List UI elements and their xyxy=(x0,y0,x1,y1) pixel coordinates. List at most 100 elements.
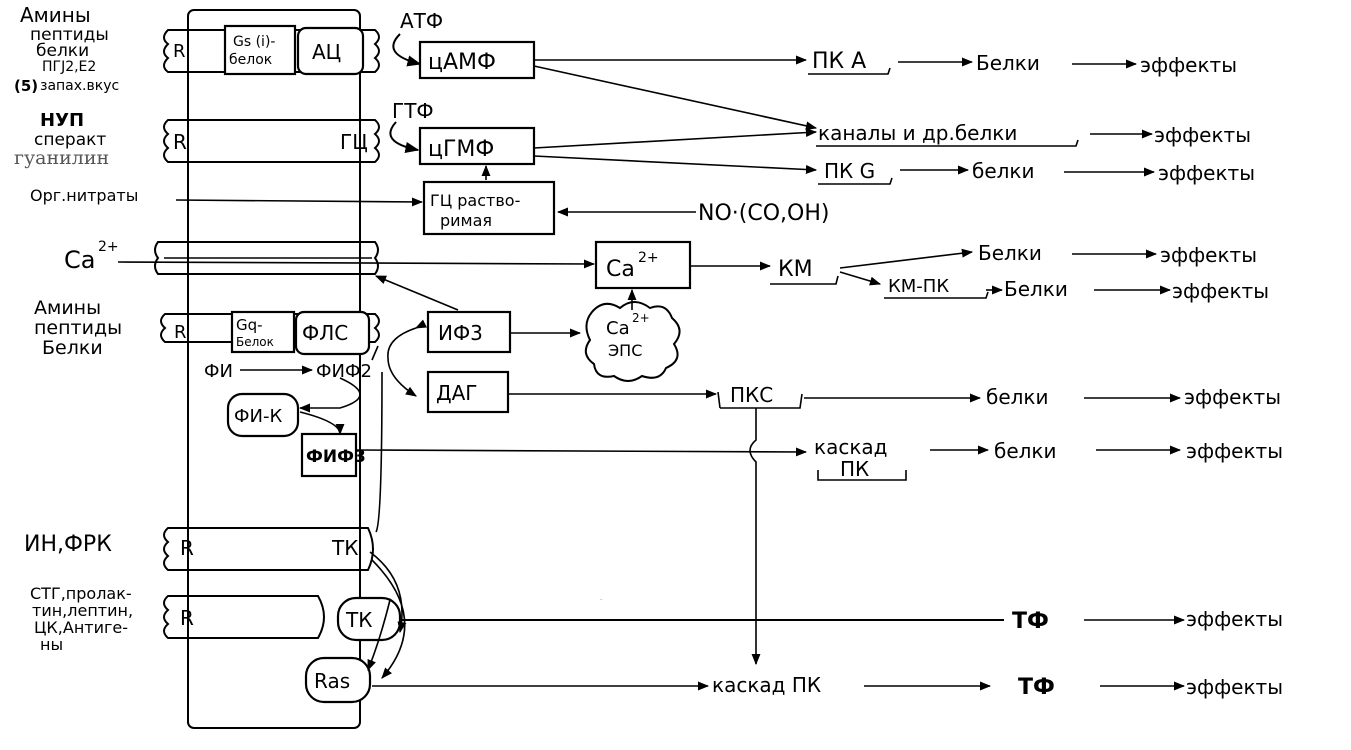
proteins-3: Белки xyxy=(978,241,1042,265)
calmodulin: КМ xyxy=(778,257,813,282)
proteins-5: белки xyxy=(986,385,1049,409)
receptor-tk-1: R ТК xyxy=(163,527,374,571)
svg-text:2+: 2+ xyxy=(632,311,650,325)
pip3-cascade-row: каскад ПК белки эффекты xyxy=(355,435,1283,481)
proteins-6: белки xyxy=(994,439,1057,463)
svg-text:Ca: Ca xyxy=(64,246,95,274)
phospholipase-c: ФЛС xyxy=(302,321,348,345)
svg-text:Ca: Ca xyxy=(606,318,630,339)
nitric-oxide: NO·(CO,OH) xyxy=(698,201,829,226)
pip3: ФИФ3 xyxy=(306,447,366,467)
receptor-r-4: R xyxy=(180,536,194,560)
ligand-speract: сперакт xyxy=(34,130,106,150)
effects-3: эффекты xyxy=(1158,161,1255,185)
svg-text:2+: 2+ xyxy=(98,239,119,255)
ligand-smell-taste: запах.вкус xyxy=(40,78,119,94)
ligand-prolactin: тин,лептин, xyxy=(32,601,133,620)
pka-row: ПК А Белки эффекты xyxy=(808,49,1237,77)
ligand-nup: НУП xyxy=(40,110,84,131)
ligand-amines: Амины xyxy=(20,3,91,27)
effects-1: эффекты xyxy=(1140,53,1237,77)
ligand-amines-group-1: Амины пептиды белки ПГJ2,E2 (5) запах.вк… xyxy=(14,3,119,95)
transcription-factor-1: ТФ xyxy=(1012,609,1049,634)
pip2: ФИФ2 xyxy=(316,361,372,382)
calcium-branch: Ca 2+ Ca2+ xyxy=(117,240,772,601)
cascade-pk-2: ПК xyxy=(840,457,869,481)
receptor-r-2: R xyxy=(173,130,187,154)
ligand-prostaglandins: ПГJ2,E2 xyxy=(42,59,96,75)
ligand-ck-antigens: ЦК,Антиге- xyxy=(34,618,128,637)
ras-cascade-row: каскад ПК ТФ эффекты xyxy=(372,673,1283,700)
gq-protein-label-2: Белок xyxy=(236,335,274,349)
cgmp-branch: ГТФ цГМФ xyxy=(389,99,818,180)
ligand-nup-group: НУП сперакт гуанилин xyxy=(14,110,109,169)
channels-proteins: каналы и др.белки xyxy=(818,121,1017,145)
ligand-peptides: пептиды xyxy=(30,25,109,45)
camp-branch: АТФ цАМФ xyxy=(392,9,818,131)
receptor-r-3: R xyxy=(174,322,187,343)
pi-row: ФИ ФИФ2 ФИ-К ФИФ3 xyxy=(204,345,383,533)
tyrosine-kinase-2: ТК xyxy=(345,608,372,632)
ligand-proteins-2: Белки xyxy=(42,337,103,359)
gtp-label: ГТФ xyxy=(392,99,434,123)
ras-protein: Ras xyxy=(314,669,350,693)
atp-label: АТФ xyxy=(400,9,443,33)
soluble-gc-2: римая xyxy=(440,211,492,230)
soluble-gc-branch: ГЦ раство- римая NO·(CO,OH) xyxy=(175,180,829,236)
ip3: ИФ3 xyxy=(438,321,483,345)
gq-protein-label: Gq- xyxy=(236,316,263,334)
receptor-r-1: R xyxy=(173,41,186,62)
ligand-insulin-gf: ИН,ФРК xyxy=(24,532,112,557)
proteins-1: Белки xyxy=(976,51,1040,75)
ligand-stg: СТГ,пролак- xyxy=(30,584,132,603)
camp: цАМФ xyxy=(428,50,496,75)
protein-kinase-a: ПК А xyxy=(812,49,866,74)
pkc-row: ПКС белки эффекты xyxy=(717,383,1281,666)
transcription-factor-2: ТФ xyxy=(1018,675,1055,700)
soluble-gc-1: ГЦ раство- xyxy=(430,191,520,210)
effects-6: эффекты xyxy=(1184,385,1281,409)
receptor-r-5: R xyxy=(180,606,194,630)
ip3-branch: ИФ3 Ca 2+ ЭПС xyxy=(374,275,681,397)
calcium-channel xyxy=(154,241,379,275)
cascade-pk-3: каскад ПК xyxy=(712,673,821,697)
calmodulin-kinase: КМ-ПК xyxy=(888,276,949,297)
marker-5: (5) xyxy=(14,77,38,95)
receptor-gq: R Gq- Белок ФЛС xyxy=(160,310,380,356)
svg-text:Ca: Ca xyxy=(606,257,635,282)
calmodulin-row: КМ Белки эффекты КМ-ПК Белки эффекты xyxy=(770,241,1269,303)
guanylate-cyclase: ГЦ xyxy=(340,130,368,154)
dag-branch: ДАГ xyxy=(426,370,718,414)
protein-kinase-c: ПКС xyxy=(730,383,773,407)
ligand-organic-nitrates: Орг.нитраты xyxy=(30,186,138,205)
effects-9: эффекты xyxy=(1186,675,1283,699)
svg-text:2+: 2+ xyxy=(638,250,659,266)
ligand-amines-group-2: Амины пептиды Белки xyxy=(34,297,122,359)
pi-kinase: ФИ-К xyxy=(234,406,282,427)
tk-tf-row: ТФ эффекты xyxy=(400,607,1283,634)
cascade-pk-1: каскад xyxy=(814,435,888,459)
cell-membrane xyxy=(187,9,361,729)
effects-2: эффекты xyxy=(1154,123,1251,147)
ligand-amines-2: Амины xyxy=(34,297,101,319)
ligand-proteins: белки xyxy=(36,41,89,61)
dag: ДАГ xyxy=(436,381,478,405)
protein-kinase-g: ПК G xyxy=(824,159,875,183)
ligand-stg-group: СТГ,пролак- тин,лептин, ЦК,Антиге- ны xyxy=(30,584,133,654)
ligand-ny: ны xyxy=(40,635,63,654)
ligand-peptides-2: пептиды xyxy=(34,317,122,339)
receptor-gs: R Gs (i)- белок АЦ xyxy=(163,24,380,76)
pkg-row: ПК G белки эффекты xyxy=(818,159,1255,185)
ligand-guanylin: гуанилин xyxy=(14,147,109,169)
ligand-calcium: Ca 2+ xyxy=(64,239,119,274)
gs-protein-label-2: белок xyxy=(229,52,272,68)
effects-7: эффекты xyxy=(1186,439,1283,463)
er-calcium-label: ЭПС xyxy=(608,341,642,360)
effects-4: эффекты xyxy=(1160,243,1257,267)
adenylate-cyclase: АЦ xyxy=(312,40,341,64)
gs-protein-label: Gs (i)- xyxy=(233,34,275,50)
phosphoinositol: ФИ xyxy=(204,361,233,382)
effects-8: эффекты xyxy=(1186,607,1283,631)
cytosolic-calcium: Ca2+ xyxy=(600,598,603,601)
